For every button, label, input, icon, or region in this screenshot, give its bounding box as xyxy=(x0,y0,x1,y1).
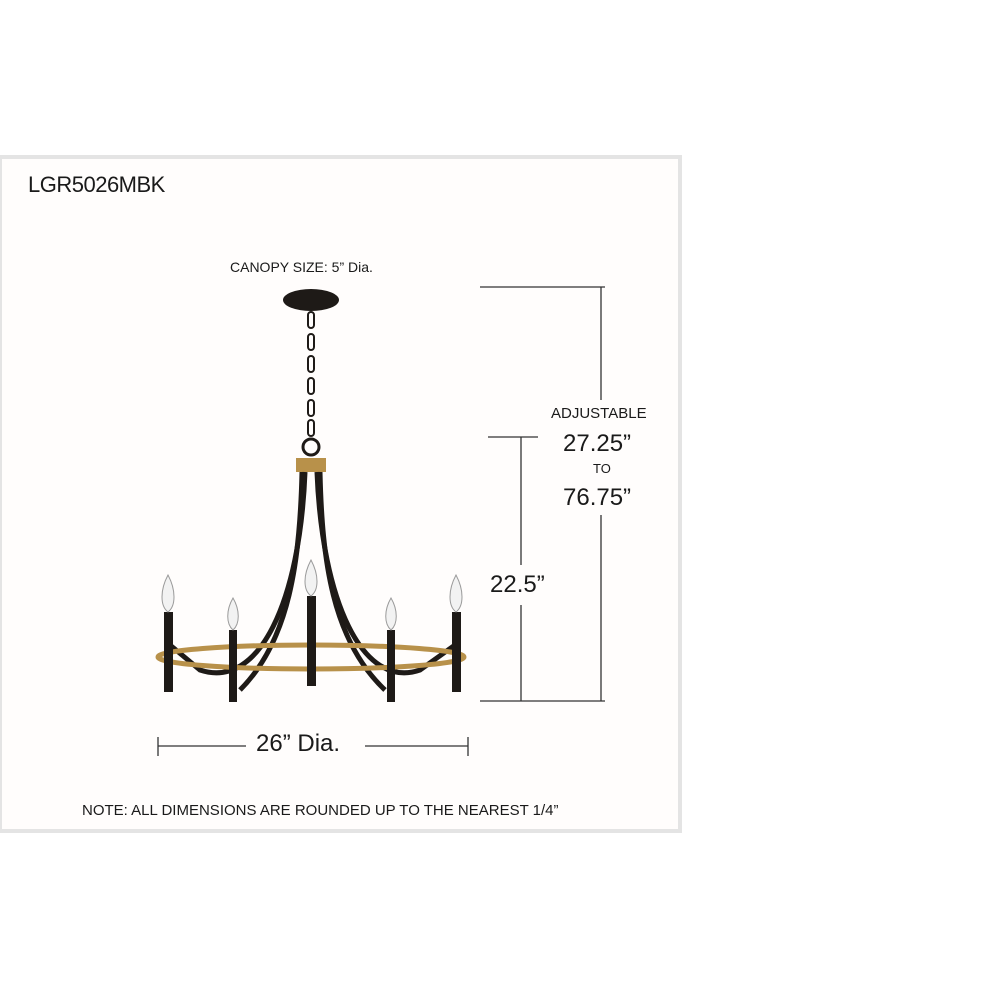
fixture-height: 22.5” xyxy=(490,571,545,598)
to-label: TO xyxy=(593,461,611,476)
adjustable-label: ADJUSTABLE xyxy=(551,405,647,422)
bulbs xyxy=(161,558,463,631)
canopy xyxy=(283,289,339,311)
hanging-loop xyxy=(301,437,321,457)
max-height: 76.75” xyxy=(563,484,632,511)
candles xyxy=(164,596,461,702)
gold-collar xyxy=(296,458,326,472)
min-height: 27.25” xyxy=(563,430,632,457)
rounding-note: NOTE: ALL DIMENSIONS ARE ROUNDED UP TO T… xyxy=(82,802,559,819)
dimension-lines xyxy=(157,286,605,756)
chain xyxy=(307,311,315,437)
canopy-size-label: CANOPY SIZE: 5” Dia. xyxy=(230,259,373,275)
diameter: 26” Dia. xyxy=(256,730,341,757)
model-number: LGR5026MBK xyxy=(28,172,165,197)
diagram-frame xyxy=(0,155,682,833)
